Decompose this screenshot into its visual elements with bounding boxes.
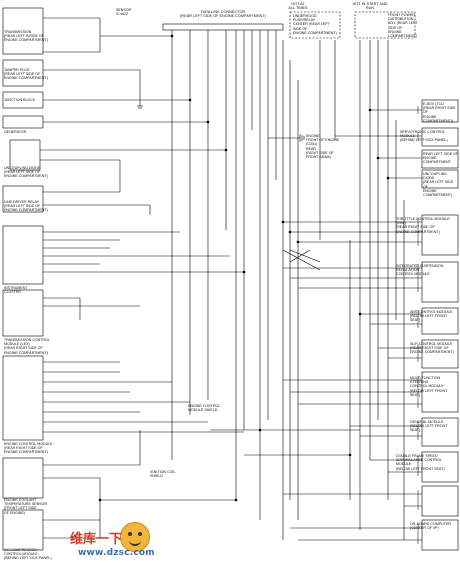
left-comp-jumper-plug: JUMPER PLUG (REAR LEFT SIDE OF ENGINE CO…: [4, 68, 48, 81]
left-comp-tcm: TRANSMISSION CONTROL MODULE (LEX) (REAR …: [4, 338, 50, 355]
right-comp-double-frame: DOUBLE FRAME SPEED SURVEILLANCE CONTROL …: [396, 454, 445, 471]
watermark-mascot-icon: [120, 522, 150, 552]
right-comp-servotronic: SERVOTRONIC CONTROL MODULE (BEHIND LEFT …: [400, 130, 448, 143]
right-comp-abs: ABS CONTROL MODULE (BELOW LEFT FRONT SEA…: [410, 310, 452, 323]
right-comp-steering: MULTI-FUNCTION STEERING CONTROL MODULE (…: [410, 376, 448, 397]
fuse-box-right: FRONT POWER DISTRIBUTION BOX (REAR LEFT …: [388, 13, 418, 39]
left-comp-line-driver-relay: LINE DRIVER RELAY (REAR LEFT SIDE OF ENG…: [4, 200, 48, 213]
left-comp-uncoupling-diode: UNCOUPLING DIODE (REAR LEFT SIDE OF ENGI…: [4, 166, 48, 179]
left-comp-junction-block: JUNCTION BLOCK: [4, 98, 36, 102]
ecm-shield-label: ENGINE CONTROL MODULE SHIELD: [188, 404, 221, 413]
sensor-top-label: SENSOR G-4622: [116, 8, 132, 17]
left-comp-instrument-cluster: INSTRUMENT CLUSTER: [4, 286, 28, 295]
right-comp-onboard-computer: ON-BOARD COMPUTER (CENTER OF I/P): [410, 522, 451, 531]
right-comp-throttle-control: THROTTLE CONTROL MODULE (EML) (REAR RIGH…: [396, 217, 450, 234]
right-comp-suspension: INTEGRATED SUSPENSION REGULATION CONTROL…: [396, 264, 444, 277]
dlc-title: DATA LINK CONNECTOR (REAR LEFT SIDE OF E…: [180, 10, 266, 19]
left-comp-ac-compressor: A/C COMPRESSOR CONTROL MODULE (BEHIND LE…: [4, 548, 52, 561]
left-comp-ecm: ENGINE CONTROL MODULE (REAR RIGHT SIDE O…: [4, 442, 53, 455]
left-comp-generator: GENERATOR: [4, 130, 27, 134]
right-comp-general-module: GENERAL MODULE (BELOW LEFT FRONT SEAT): [410, 420, 448, 433]
fuse-box-left: UNDERHOOD FUSE/RELAY CENTER (REAR LEFT S…: [293, 14, 337, 35]
fuse-hot-always-label: HOT AT ALL TIMES: [288, 2, 308, 11]
left-comp-coolant-sensor: ENGINE COOLANT TEMPERATURE SENSOR (FRONT…: [4, 498, 48, 515]
coil-shield-label: IGNITION COIL SHIELD: [150, 470, 176, 479]
left-comp-transmission: TRANSMISSION (REAR LEFT INSIDE OF ENGINE…: [4, 30, 48, 43]
watermark-logo: 维库一下: [70, 532, 123, 547]
watermark-site: www.dzsc.com: [78, 548, 155, 558]
right-comp-rear-left-side: REAR LEFT SIDE OF ENGINE COMPARTMENT: [423, 152, 459, 165]
fuse-hot-start-label: HOT IN START AND RUN: [352, 2, 388, 11]
right-comp-slip-control: SLIP CONTROL MODULE (REAR RIGHT SIDE OF …: [410, 342, 454, 355]
right-comp-uncoupling-diode: UNCOUPLING DIODE (REAR LEFT SIDE OF ENGI…: [423, 172, 454, 198]
right-comp-ebox: E-BOX (TCU (REAR RIGHT SIDE OF ENGINE CO…: [423, 102, 456, 123]
ground-note: ENGINE FRONT OF ENGINE (G201) REAR (RIGH…: [306, 134, 340, 160]
